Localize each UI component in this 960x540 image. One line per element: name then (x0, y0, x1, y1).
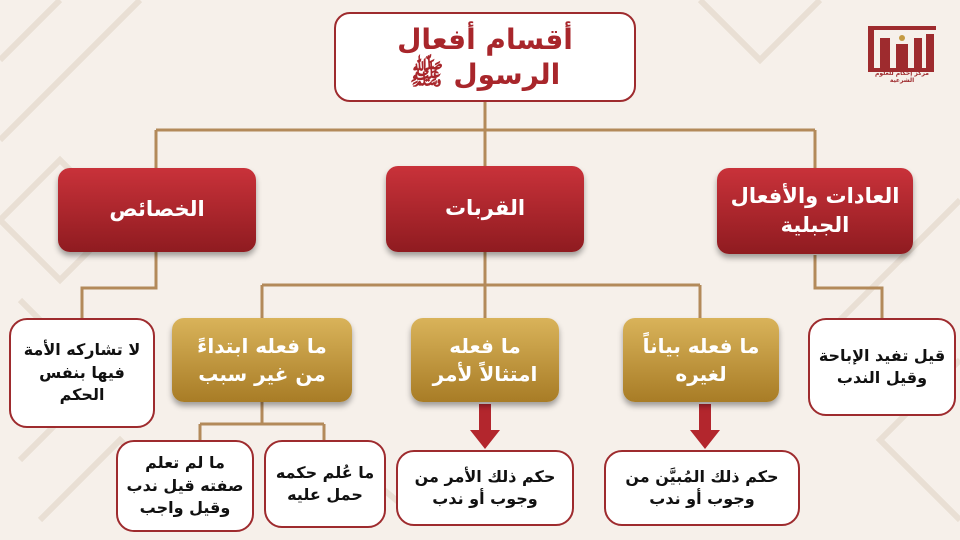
subtype-obedience: ما فعله امتثالاً لأمر (411, 318, 559, 402)
subtype-explanation-label: ما فعله بياناً لغيره (642, 334, 760, 386)
category-devotions: القربات (386, 166, 584, 252)
ruling-unknown: ما لم تعلم صفته قيل ندب وقيل واجب (116, 440, 254, 532)
title-line-2: الرسول ﷺ (409, 58, 561, 91)
ruling-known-text: ما عُلم حكمه حمل عليه (275, 462, 375, 504)
ruling-command: حكم ذلك الأمر من وجوب أو ندب (396, 450, 574, 526)
title-line-1: أقسام أفعال (397, 23, 573, 56)
ruling-known: ما عُلم حكمه حمل عليه (264, 440, 386, 528)
arrow-down-icon (470, 404, 500, 449)
subtype-obedience-label: ما فعله امتثالاً لأمر (432, 334, 538, 386)
category-characteristics: الخصائص (58, 168, 256, 252)
note-characteristics: لا تشاركه الأمة فيها بنفس الحكم (9, 318, 155, 428)
logo-subtitle: مركز إحكام للعلوم الشرعية (874, 70, 930, 84)
subtype-initiated-label: ما فعله ابتداءً من غير سبب (197, 334, 327, 386)
arrow-down-icon (690, 404, 720, 449)
subtype-initiated: ما فعله ابتداءً من غير سبب (172, 318, 352, 402)
diagram-title: أقسام أفعال الرسول ﷺ (334, 12, 636, 102)
subtype-explanation: ما فعله بياناً لغيره (623, 318, 779, 402)
category-characteristics-label: الخصائص (109, 197, 205, 222)
logo-icon (868, 26, 936, 72)
category-habits-label: العادات والأفعال الجبلية (730, 183, 900, 237)
note-characteristics-text: لا تشاركه الأمة فيها بنفس الحكم (23, 340, 141, 405)
ruling-unknown-text: ما لم تعلم صفته قيل ندب وقيل واجب (126, 453, 244, 518)
ruling-explained-text: حكم ذلك المُبيَّن من وجوب أو ندب (625, 466, 779, 508)
category-devotions-label: القربات (444, 196, 526, 221)
ruling-explained: حكم ذلك المُبيَّن من وجوب أو ندب (604, 450, 800, 526)
note-habits: قيل تفيد الإباحة وقيل الندب (808, 318, 956, 416)
ruling-command-text: حكم ذلك الأمر من وجوب أو ندب (414, 466, 556, 508)
category-habits: العادات والأفعال الجبلية (717, 168, 913, 254)
note-habits-text: قيل تفيد الإباحة وقيل الندب (818, 345, 946, 387)
